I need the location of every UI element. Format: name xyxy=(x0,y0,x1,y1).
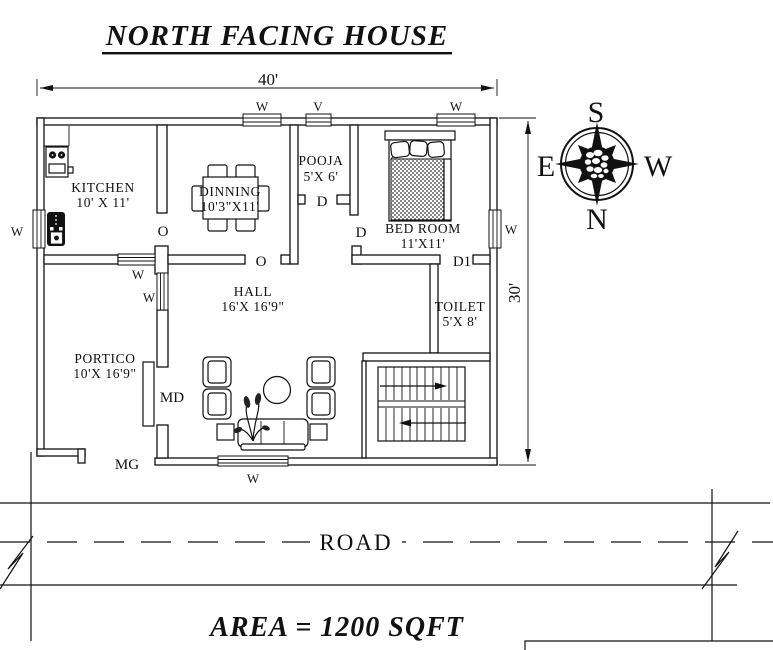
bed-icon xyxy=(384,130,456,222)
stair-direction-arrows xyxy=(380,382,466,427)
svg-text:BED ROOM: BED ROOM xyxy=(385,221,461,236)
window-left xyxy=(32,209,46,249)
window-kitchen-south xyxy=(117,253,156,266)
armchair-icon xyxy=(306,388,336,420)
opening-label: O xyxy=(256,254,267,270)
road-label: ROAD xyxy=(319,530,392,555)
break-mark-right-icon xyxy=(701,530,739,590)
main-gate-label: MG xyxy=(115,457,139,473)
plant-icon xyxy=(233,393,270,442)
window-top-2 xyxy=(436,113,476,127)
svg-text:10' X 11': 10' X 11' xyxy=(76,195,129,210)
compass-minor-points xyxy=(578,145,616,183)
break-mark-left-icon xyxy=(0,535,34,590)
room-label-bedroom: BED ROOM 11'X11' xyxy=(385,221,461,251)
window-label: W xyxy=(132,267,145,282)
dimension-width: 40' xyxy=(36,70,498,96)
side-table-icon xyxy=(216,423,235,441)
svg-text:11'X11': 11'X11' xyxy=(401,236,446,251)
sofa-icon xyxy=(237,418,309,451)
corner-frame xyxy=(524,640,773,650)
room-label-portico: PORTICO 10'X 16'9" xyxy=(73,351,136,381)
dining-table xyxy=(191,164,270,232)
svg-text:16'X 16'9": 16'X 16'9" xyxy=(221,299,284,314)
sink-icon xyxy=(47,212,65,246)
compass-south-label: S xyxy=(588,96,605,129)
window-top-1 xyxy=(242,113,282,127)
furniture xyxy=(45,130,466,451)
opening-labels: W V W W W W W W O O D D D1 MD MG xyxy=(11,99,518,486)
kitchen-counter xyxy=(44,126,70,147)
main-door-label: MD xyxy=(160,390,184,406)
window-label: W xyxy=(256,99,269,114)
svg-text:PORTICO: PORTICO xyxy=(74,351,135,366)
compass-rose: S N E W xyxy=(537,96,673,236)
ventilator-top xyxy=(305,113,332,127)
staircase xyxy=(377,366,466,442)
door1-label: D1 xyxy=(453,254,471,270)
page-title: NORTH FACING HOUSE xyxy=(105,20,448,52)
window-bottom xyxy=(217,455,289,467)
svg-text:5'X 6': 5'X 6' xyxy=(303,169,338,184)
opening-label: O xyxy=(158,224,169,240)
svg-text:TOILET: TOILET xyxy=(435,299,486,314)
title-underline xyxy=(102,52,452,55)
armchair-icon xyxy=(306,356,336,388)
arrow-up-icon xyxy=(525,121,531,134)
area-label: AREA = 1200 SQFT xyxy=(208,612,465,643)
windows xyxy=(32,113,502,467)
dim-width-label: 40' xyxy=(258,70,278,89)
window-label: W xyxy=(505,222,518,237)
room-label-dinning: DINNING 10'3"X11' xyxy=(199,184,261,214)
arrow-left-icon xyxy=(399,419,411,427)
svg-text:HALL: HALL xyxy=(234,284,272,299)
road-section: ROAD xyxy=(0,452,773,650)
armchair-icon xyxy=(202,388,232,420)
round-table-icon xyxy=(262,375,292,405)
armchair-icon xyxy=(202,356,232,388)
stair-treads xyxy=(378,367,465,441)
main-door-leaf xyxy=(142,361,155,427)
window-hall-west xyxy=(156,272,169,311)
svg-text:POOJA: POOJA xyxy=(298,153,343,168)
window-label: W xyxy=(247,471,260,486)
svg-text:10'3"X11': 10'3"X11' xyxy=(201,199,260,214)
room-label-toilet: TOILET 5'X 8' xyxy=(435,299,486,329)
arrow-right-icon xyxy=(435,382,447,390)
title-block: NORTH FACING HOUSE xyxy=(102,20,452,55)
room-label-kitchen: KITCHEN 10' X 11' xyxy=(71,180,134,210)
svg-text:DINNING: DINNING xyxy=(199,184,261,199)
svg-text:5'X 8': 5'X 8' xyxy=(442,314,477,329)
side-table-icon xyxy=(309,423,328,441)
arrow-down-icon xyxy=(525,449,531,462)
dimension-height: 30' xyxy=(499,117,536,466)
window-label: W xyxy=(11,224,24,239)
arrow-left-icon xyxy=(40,85,53,91)
window-right xyxy=(488,209,502,249)
door-label: D xyxy=(356,225,367,241)
stove-icon xyxy=(45,146,74,178)
ventilator-label: V xyxy=(313,99,323,114)
room-labels: KITCHEN 10' X 11' DINNING 10'3"X11' POOJ… xyxy=(71,153,485,381)
dim-height-label: 30' xyxy=(505,283,524,303)
svg-text:KITCHEN: KITCHEN xyxy=(71,180,134,195)
room-label-pooja: POOJA 5'X 6' xyxy=(298,153,343,184)
sofa-set xyxy=(202,356,336,451)
window-label: W xyxy=(450,99,463,114)
room-label-hall: HALL 16'X 16'9" xyxy=(221,284,284,314)
pillow-icon xyxy=(390,140,445,159)
compass-west-label: W xyxy=(644,150,673,183)
window-label: W xyxy=(143,290,156,305)
compass-globe xyxy=(579,146,615,182)
walls xyxy=(36,117,498,466)
arrow-right-icon xyxy=(481,85,494,91)
compass-east-label: E xyxy=(537,150,555,183)
door-label: D xyxy=(317,194,328,210)
svg-text:10'X 16'9": 10'X 16'9" xyxy=(73,366,136,381)
compass-north-label: N xyxy=(586,203,608,236)
